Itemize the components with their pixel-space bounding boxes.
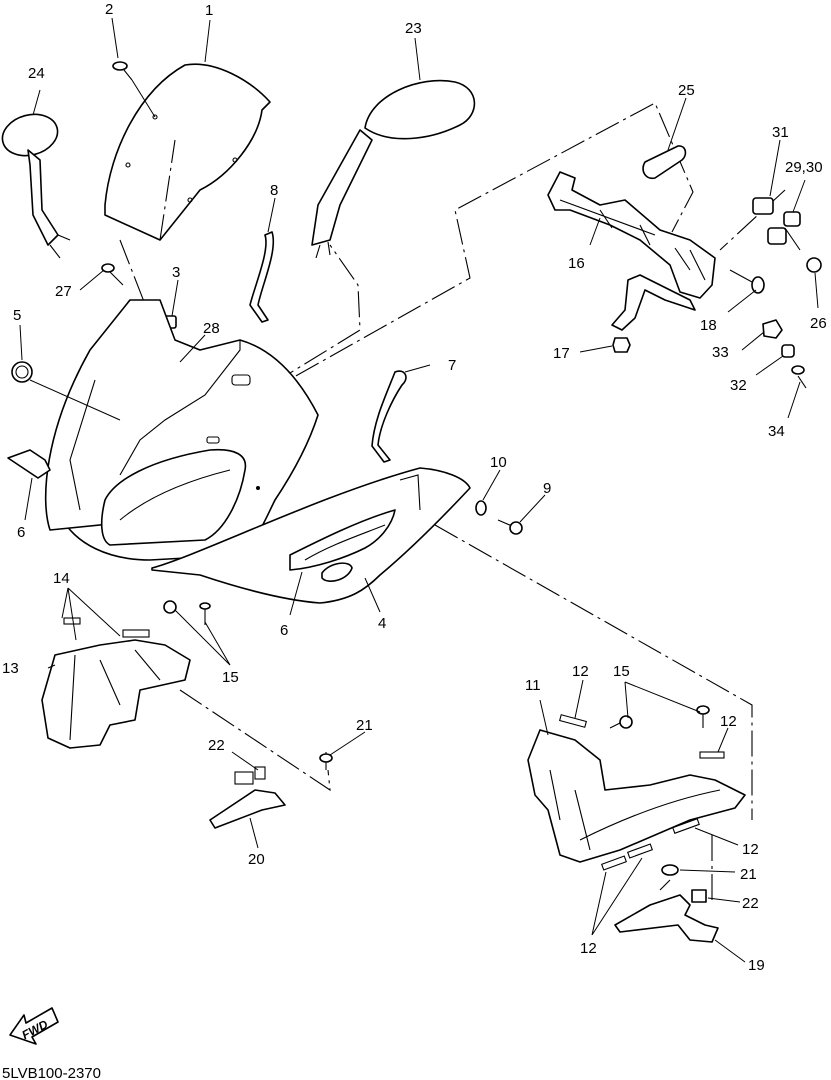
label-part-1: 1 [205, 2, 213, 19]
label-part-13: 13 [2, 660, 19, 677]
part-strips [249, 231, 407, 463]
part-screw-2 [112, 61, 156, 118]
label-part-6-lower: 6 [280, 622, 288, 639]
label-part-18: 18 [700, 317, 717, 334]
part-lower-cowling-11 [527, 705, 746, 871]
part-side-cowling-4 [151, 467, 471, 604]
label-part-34: 34 [768, 423, 785, 440]
label-part-6-left: 6 [17, 524, 25, 541]
label-part-24: 24 [28, 65, 45, 82]
label-part-20: 20 [248, 851, 265, 868]
label-part-19: 19 [748, 957, 765, 974]
label-part-4: 4 [378, 615, 386, 632]
part-bracket-16 [547, 171, 716, 331]
label-part-12-top: 12 [572, 663, 589, 680]
part-bracket-19 [614, 864, 719, 943]
label-part-14: 14 [53, 570, 70, 587]
label-part-22-right: 22 [742, 895, 759, 912]
label-part-26: 26 [810, 315, 827, 332]
label-part-11: 11 [525, 677, 541, 694]
label-part-23: 23 [405, 20, 422, 37]
fwd-arrow-icon: FWD [9, 1007, 59, 1045]
part-washer-screw [475, 500, 523, 535]
part-small-hardware [729, 197, 822, 389]
part-upper-cowling [44, 299, 319, 561]
part-mirror-right [311, 79, 476, 259]
label-part-12-right: 12 [720, 713, 737, 730]
label-part-28: 28 [203, 320, 220, 337]
label-part-9: 9 [543, 480, 551, 497]
part-bolt-27 [101, 263, 124, 286]
label-part-21-right: 21 [740, 866, 757, 883]
leader-lines [19, 17, 819, 963]
label-part-29-30: 29,30 [785, 159, 823, 176]
label-part-15-left: 15 [222, 669, 239, 686]
label-part-25: 25 [678, 82, 695, 99]
label-part-7: 7 [448, 357, 456, 374]
label-part-12-mid: 12 [742, 841, 759, 858]
label-part-16: 16 [568, 255, 585, 272]
label-part-22-left: 22 [208, 737, 225, 754]
label-part-5: 5 [13, 307, 21, 324]
label-part-10: 10 [490, 454, 507, 471]
part-clamp-25 [642, 145, 687, 180]
part-grommet-17 [612, 337, 631, 353]
part-grommet-5 [11, 361, 33, 383]
part-windscreen [104, 63, 271, 241]
label-part-17: 17 [553, 345, 570, 362]
part-bracket-20 [209, 752, 333, 829]
diagram-code: 5LVB100-2370 [2, 1065, 101, 1080]
label-part-27: 27 [55, 283, 72, 300]
label-part-8: 8 [270, 182, 278, 199]
assembly-lines [119, 102, 786, 900]
part-inner-panel-13 [41, 600, 211, 749]
label-part-32: 32 [730, 377, 747, 394]
label-part-31: 31 [772, 124, 789, 141]
label-part-3: 3 [172, 264, 180, 281]
label-part-2: 2 [105, 1, 113, 18]
label-part-12-bottom: 12 [580, 940, 597, 957]
label-part-33: 33 [712, 344, 729, 361]
part-labels: 1 2 23 24 25 31 29,30 8 3 16 27 5 18 26 … [2, 1, 827, 974]
label-part-15-right: 15 [613, 663, 630, 680]
part-mirror-left [1, 113, 71, 259]
label-part-21-left: 21 [356, 717, 373, 734]
part-side-6 [7, 449, 51, 479]
